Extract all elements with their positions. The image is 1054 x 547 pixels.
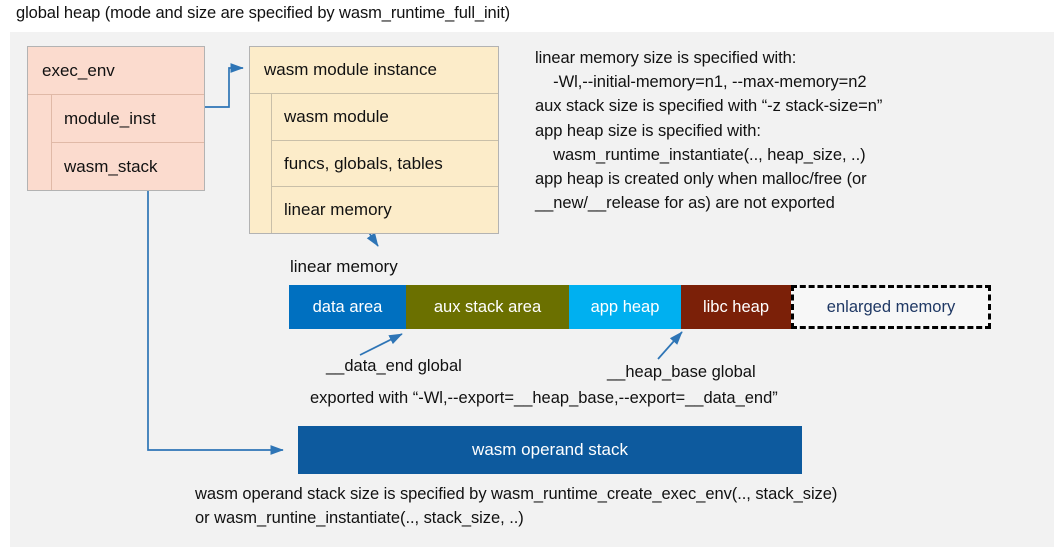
module-instance-header: wasm module instance	[250, 47, 498, 94]
wasm-module-instance-box: wasm module instance wasm module funcs, …	[249, 46, 499, 234]
exec-env-box: exec_env module_inst wasm_stack	[27, 46, 205, 191]
exported-with-annotation: exported with “-Wl,--export=__heap_base,…	[310, 389, 778, 407]
operand-stack-note: wasm operand stack size is specified by …	[195, 485, 838, 528]
exec-env-gutter	[28, 95, 52, 190]
linear-memory-bar-label: linear memory	[290, 257, 398, 276]
module-instance-body: wasm module funcs, globals, tables linea…	[250, 94, 498, 233]
field-funcs-globals-tables: funcs, globals, tables	[272, 139, 498, 187]
page-title: global heap (mode and size are specified…	[16, 4, 511, 22]
memory-segment-enlarged-memory: enlarged memory	[791, 285, 991, 329]
exec-env-fields: module_inst wasm_stack	[52, 95, 204, 190]
field-wasm-module: wasm module	[284, 106, 389, 126]
arrow-data-end-global	[359, 333, 403, 356]
field-module-inst: module_inst	[64, 108, 156, 128]
arrow-heap-base-global	[657, 331, 683, 360]
module-instance-fields: wasm module funcs, globals, tables linea…	[272, 94, 498, 233]
memory-segment-aux-stack-area: aux stack area	[406, 285, 569, 329]
linear-memory-note: linear memory size is specified with: -W…	[535, 49, 883, 213]
field-wasm-stack: wasm_stack	[52, 142, 204, 190]
exec-env-body: module_inst wasm_stack	[28, 95, 204, 190]
heap-base-annotation: __heap_base global	[607, 363, 756, 381]
diagram-canvas: exec_env module_inst wasm_stack wasm mod…	[10, 32, 1054, 547]
wasm-operand-stack-box: wasm operand stack	[298, 426, 802, 474]
exec-env-header: exec_env	[28, 47, 204, 95]
data-end-annotation: __data_end global	[326, 357, 462, 375]
memory-segment-app-heap: app heap	[569, 285, 681, 329]
module-instance-gutter	[250, 94, 272, 233]
memory-segment-libc-heap: libc heap	[681, 285, 791, 329]
field-linear-memory: linear memory	[272, 186, 498, 233]
memory-segment-data area: data area	[289, 285, 406, 329]
